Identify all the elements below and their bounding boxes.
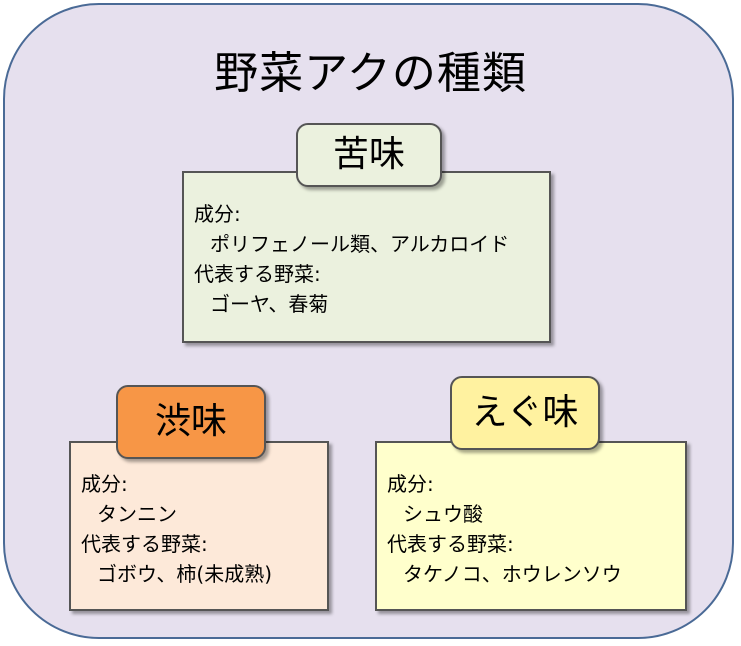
- bitter-vegetable-value: ゴーヤ、春菊: [210, 292, 329, 316]
- acrid-content: 成分: シュウ酸 代表する野菜: タケノコ、ホウレンソウ: [387, 469, 622, 589]
- bitter-component-label: 成分:: [194, 202, 241, 226]
- acrid-component-value: シュウ酸: [403, 502, 483, 526]
- bitter-content: 成分: ポリフェノール類、アルカロイド 代表する野菜: ゴーヤ、春菊: [194, 199, 509, 319]
- astringent-content: 成分: タンニン 代表する野菜: ゴボウ、柿(未成熟): [81, 469, 272, 589]
- bitter-heading: 苦味: [296, 123, 442, 187]
- page-title: 野菜アクの種類: [214, 48, 527, 99]
- astringent-heading: 渋味: [116, 385, 266, 459]
- acrid-vegetable-value: タケノコ、ホウレンソウ: [403, 562, 622, 586]
- astringent-box: 成分: タンニン 代表する野菜: ゴボウ、柿(未成熟): [69, 441, 329, 611]
- astringent-vegetable-value: ゴボウ、柿(未成熟): [97, 562, 273, 586]
- astringent-component-value: タンニン: [97, 502, 177, 526]
- bitter-component-value: ポリフェノール類、アルカロイド: [210, 232, 510, 256]
- acrid-heading: えぐ味: [450, 376, 600, 450]
- astringent-vegetable-label: 代表する野菜:: [81, 532, 208, 556]
- bitter-vegetable-label: 代表する野菜:: [194, 262, 321, 286]
- bitter-box: 成分: ポリフェノール類、アルカロイド 代表する野菜: ゴーヤ、春菊: [182, 171, 551, 343]
- astringent-component-label: 成分:: [81, 472, 128, 496]
- acrid-box: 成分: シュウ酸 代表する野菜: タケノコ、ホウレンソウ: [375, 441, 687, 611]
- acrid-component-label: 成分:: [387, 472, 434, 496]
- acrid-vegetable-label: 代表する野菜:: [387, 532, 514, 556]
